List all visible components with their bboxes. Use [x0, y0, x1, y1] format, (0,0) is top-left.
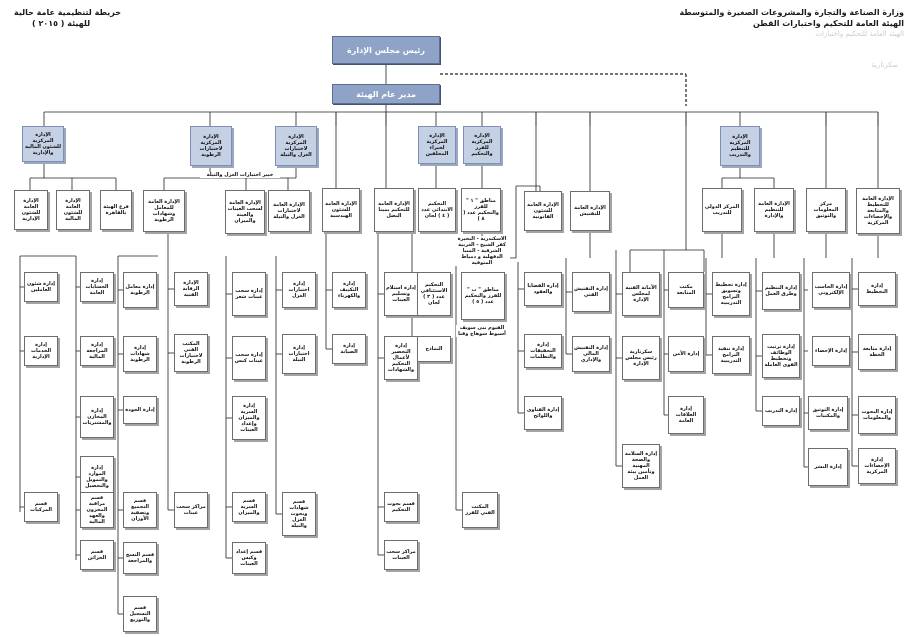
department-unit-box: قسم المركبات	[24, 492, 58, 522]
department-unit-box: إدارة تخطيط وتسويق البرامج التدريبية	[712, 272, 750, 316]
central-unit-box: الإدارة المركزية للشئون المالية والإداري…	[22, 126, 64, 162]
department-unit-box: مراكز سحب عينات	[174, 492, 208, 528]
department-unit-box: قسم النسخ والمراجعة	[123, 542, 157, 574]
central-unit-box: الإدارة المركزية لاختبارات الرطوبة	[190, 126, 232, 166]
map-year: للهيئة ( ٢٠١٥ )	[32, 19, 91, 28]
director-general-box: مدير عام الهيئة	[332, 84, 440, 104]
department-unit-box: إدارة ترتيب الوظائف وتخطيط القوى العاملة	[762, 334, 800, 378]
department-unit-box: إدارة العلاقات العامة	[668, 396, 704, 434]
general-unit-box: الإدارة العامة للشئون المالية	[56, 190, 90, 230]
department-unit-box: إدارة الخدمات الإدارية	[24, 336, 58, 366]
department-unit-box: إدارة متابعة الخطة	[858, 334, 896, 370]
general-unit-box: الإدارة العامة للتخطيط والمتابعة والإحصا…	[856, 188, 900, 234]
general-unit-box: الإدارة العامة للتفتيش	[570, 191, 610, 231]
central-unit-box: الإدارة المركزية لاختبارات الغزل والتيلة	[275, 126, 317, 166]
department-unit-box: المكتب الفني للفرز	[462, 492, 498, 528]
department-unit-box: إدارة التحقيقات والتظلمات	[524, 334, 562, 368]
department-unit-box: إدارة الحاسب الإلكتروني	[812, 272, 850, 308]
department-unit-box: مكتب المتابعة	[668, 272, 704, 308]
central-unit-box: الإدارة المركزية للتنظيم والتدريب	[720, 126, 760, 166]
department-unit-box: إدارة المراجعة المالية	[80, 336, 114, 366]
ministry-name: وزارة الصناعة والتجارة والمشروعات الصغير…	[679, 8, 904, 17]
department-unit-box: إدارة القضايا والعقود	[524, 272, 562, 306]
department-unit-box: قسم إعداد وكبس العينات	[232, 542, 266, 574]
department-unit-box: النماذج	[417, 336, 451, 362]
department-unit-box: قسم بحوث التحكيم	[384, 492, 418, 522]
secretariat-faded-label: سكرتارية	[871, 61, 898, 69]
department-unit-box: إدارة الإحصاءات المركزية	[858, 448, 896, 484]
department-unit-box: إدارة السلامة والصحة المهنية وتأمين بيئة…	[622, 444, 660, 488]
general-unit-box: الإدارة العامة للشئون الإدارية	[14, 190, 48, 230]
department-unit-box: سكرتارية رئيس مجلس الإدارة	[622, 336, 660, 380]
department-unit-box: قسم الخزائن	[80, 540, 114, 570]
general-unit-box: مناطق " ١ " للفرز والتحكيم عدد ( ٨ )	[461, 188, 501, 232]
department-unit-box: التحكيم الاستئنافي عدد ( ٣ ) لجان	[417, 272, 451, 316]
department-unit-box: إدارة النشر	[808, 448, 848, 486]
department-unit-box: إدارة السرية والميزان وإعداد العينات	[232, 396, 266, 440]
department-unit-box: إدارة شهادات الرطوبة	[123, 336, 157, 372]
department-unit-box: إدارة الجودة	[123, 396, 157, 424]
general-unit-box: الإدارة العامة للشئون القانونية	[524, 191, 562, 231]
department-unit-box: إدارة البحوث والمعلومات	[858, 396, 896, 434]
department-unit-box: مناطق " ب " للفرز والتحكيم عدد ( ٥ )	[461, 272, 505, 320]
department-unit-box: إدارة معامل الرطوبة	[123, 272, 157, 308]
department-unit-box: إدارة شئون العاملين	[24, 272, 58, 302]
department-unit-box: إدارة التوثيق والمكتبات	[808, 396, 848, 430]
department-unit-box: إدارة الإحصاء	[812, 336, 850, 366]
department-unit-box: إدارة التدريب	[762, 396, 800, 426]
general-unit-box: الإدارة العامة لاختبارات الغزل والتيلة	[268, 190, 310, 232]
department-unit-box: قسم مراقبة المخزون والعهد المالية	[80, 492, 114, 528]
general-unit-box: مركز المعلومات والتوثيق	[806, 188, 846, 232]
general-unit-box: فرع الهيئة بالقاهرة	[100, 190, 132, 230]
general-unit-box: الإدارة العامة للتحكيم بمينا البصل	[374, 188, 414, 232]
department-unit-box: قسم شهادات وبحوث الغزل والتيلة	[282, 492, 316, 536]
department-unit-box: المكتب الفني لاختبارات الرطوبة	[174, 334, 208, 372]
general-unit-box: الإدارة العامة لسحب العينات والعينة والم…	[225, 190, 265, 234]
general-unit-box: المركز الدولي للتدريب	[702, 188, 742, 232]
general-unit-box: الإدارة العامة للشئون الهندسية	[322, 188, 360, 232]
department-unit-box: قسم السرية والميزان	[232, 492, 266, 522]
department-unit-box: إدارة الفتاوى واللوائح	[524, 396, 562, 430]
department-unit-box: قسم التجميع وتصفية الأوزان	[123, 492, 157, 528]
department-unit-box: إدارة التكييف والكهرباء	[332, 272, 366, 308]
central-unit-box: الإدارة المركزية لخبراء المحلفين	[418, 126, 456, 164]
department-unit-box: مراكز سحب العينات	[384, 540, 418, 570]
department-unit-box: إدارة التفتيش المالي والإداري	[572, 336, 610, 372]
department-unit-box: إدارة اختبارات الغزل	[282, 272, 316, 308]
general-unit-box: التحكيم الابتدائي عدد ( ٤ ) لجان	[418, 188, 456, 232]
department-unit-box: إدارة التفتيش الفني	[572, 272, 610, 312]
department-unit-box: إدارة التحضير لأعمال التحكيم والشهادات	[384, 336, 418, 380]
department-unit-box: إدارة التنظيم وطرق العمل	[762, 272, 800, 310]
department-unit-box: إدارة اختبارات التيلة	[282, 334, 316, 374]
department-unit-box: إدارة الأمن	[668, 336, 704, 372]
department-unit-box: إدارة الصيانة	[332, 334, 366, 364]
department-unit-box: إدارة التخطيط	[858, 272, 896, 306]
department-unit-box: إدارة استلام وتسليم العينات	[384, 272, 418, 316]
alex-regions-label: الاسكندرية - البحيرة كفر الشيخ - الغربية…	[454, 236, 510, 266]
department-unit-box: إدارة سحب عينات شعر	[232, 272, 266, 316]
general-unit-box: الإدارة العامة للتنظيم والإدارة	[754, 188, 794, 232]
faded-header-text: الهيئة العامة للتحكيم واختبارات	[815, 30, 904, 38]
grading-experts-label: خبير اختبارات الغزل والتيلة	[200, 172, 280, 178]
chairman-box: رئيس مجلس الإدارة	[332, 36, 440, 64]
department-unit-box: إدارة تنفيذ البرامج التدريبية	[712, 336, 750, 374]
department-unit-box: قسم التسجيل والتوزيع	[123, 596, 157, 632]
department-unit-box: الإدارة الرقابة الفنية	[174, 272, 208, 306]
department-unit-box: إدارة سحب عينات كبس	[232, 336, 266, 380]
department-unit-box: إدارة المخازن والمشتريات	[80, 396, 114, 438]
department-unit-box: الأمانة الفنية لمجلس الإدارة	[622, 272, 660, 316]
general-unit-box: الإدارة العامة للمعامل وشهادات الرطوبة	[143, 190, 185, 232]
department-unit-box: إدارة الحسابات العامة	[80, 272, 114, 302]
central-unit-box: الإدارة المركزية للفرز والتحكيم	[463, 126, 501, 164]
beni-suef-regions-label: الفيوم بنى سويف أسيوط سوهاج وقنا	[456, 325, 508, 337]
authority-name: الهيئة العامة للتحكيم واختبارات القطن	[752, 19, 904, 28]
map-title: خريطة لتنظيمية عامة حالية	[14, 8, 121, 17]
